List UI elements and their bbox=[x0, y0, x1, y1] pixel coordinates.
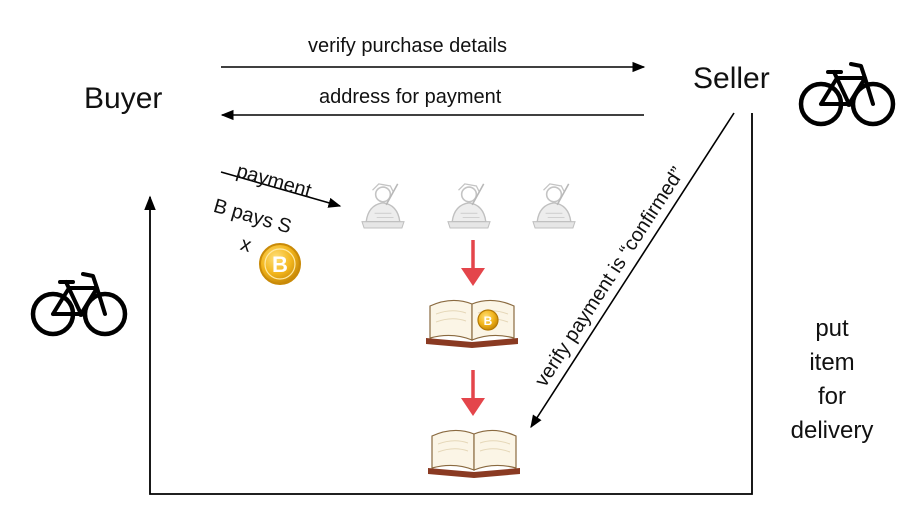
verify-confirmed-label: verify payment is “confirmed” bbox=[531, 163, 689, 390]
verify-confirmed-arrow bbox=[530, 112, 735, 429]
bitcoin-coin-icon: B bbox=[259, 243, 301, 285]
delivery-line-4: delivery bbox=[790, 417, 874, 444]
payment-arrow bbox=[220, 171, 342, 208]
miner-icon-1 bbox=[361, 183, 405, 229]
delivery-line-3: for bbox=[817, 383, 846, 410]
buyer-bicycle-icon bbox=[33, 274, 125, 334]
ledger-book-with-coin: B bbox=[425, 299, 519, 349]
seller-bicycle-icon bbox=[801, 64, 893, 124]
delivery-line-2: item bbox=[809, 349, 855, 376]
buyer-label: Buyer bbox=[84, 82, 163, 115]
delivery-label: put item for delivery bbox=[782, 312, 882, 448]
miner-icon-2 bbox=[447, 183, 491, 229]
delivery-line-1: put bbox=[815, 315, 849, 342]
ledger-book-icon bbox=[427, 429, 521, 479]
coin-symbol: B bbox=[272, 252, 288, 277]
flow-arrow-1 bbox=[461, 240, 485, 286]
address-label: address for payment bbox=[319, 86, 502, 108]
seller-label: Seller bbox=[693, 62, 770, 95]
verify-details-label: verify purchase details bbox=[308, 35, 507, 57]
ledger-coin-symbol: B bbox=[484, 314, 493, 328]
miner-icon-3 bbox=[532, 183, 576, 229]
flow-arrow-2 bbox=[461, 370, 485, 416]
delivery-path-arrow bbox=[144, 113, 753, 495]
